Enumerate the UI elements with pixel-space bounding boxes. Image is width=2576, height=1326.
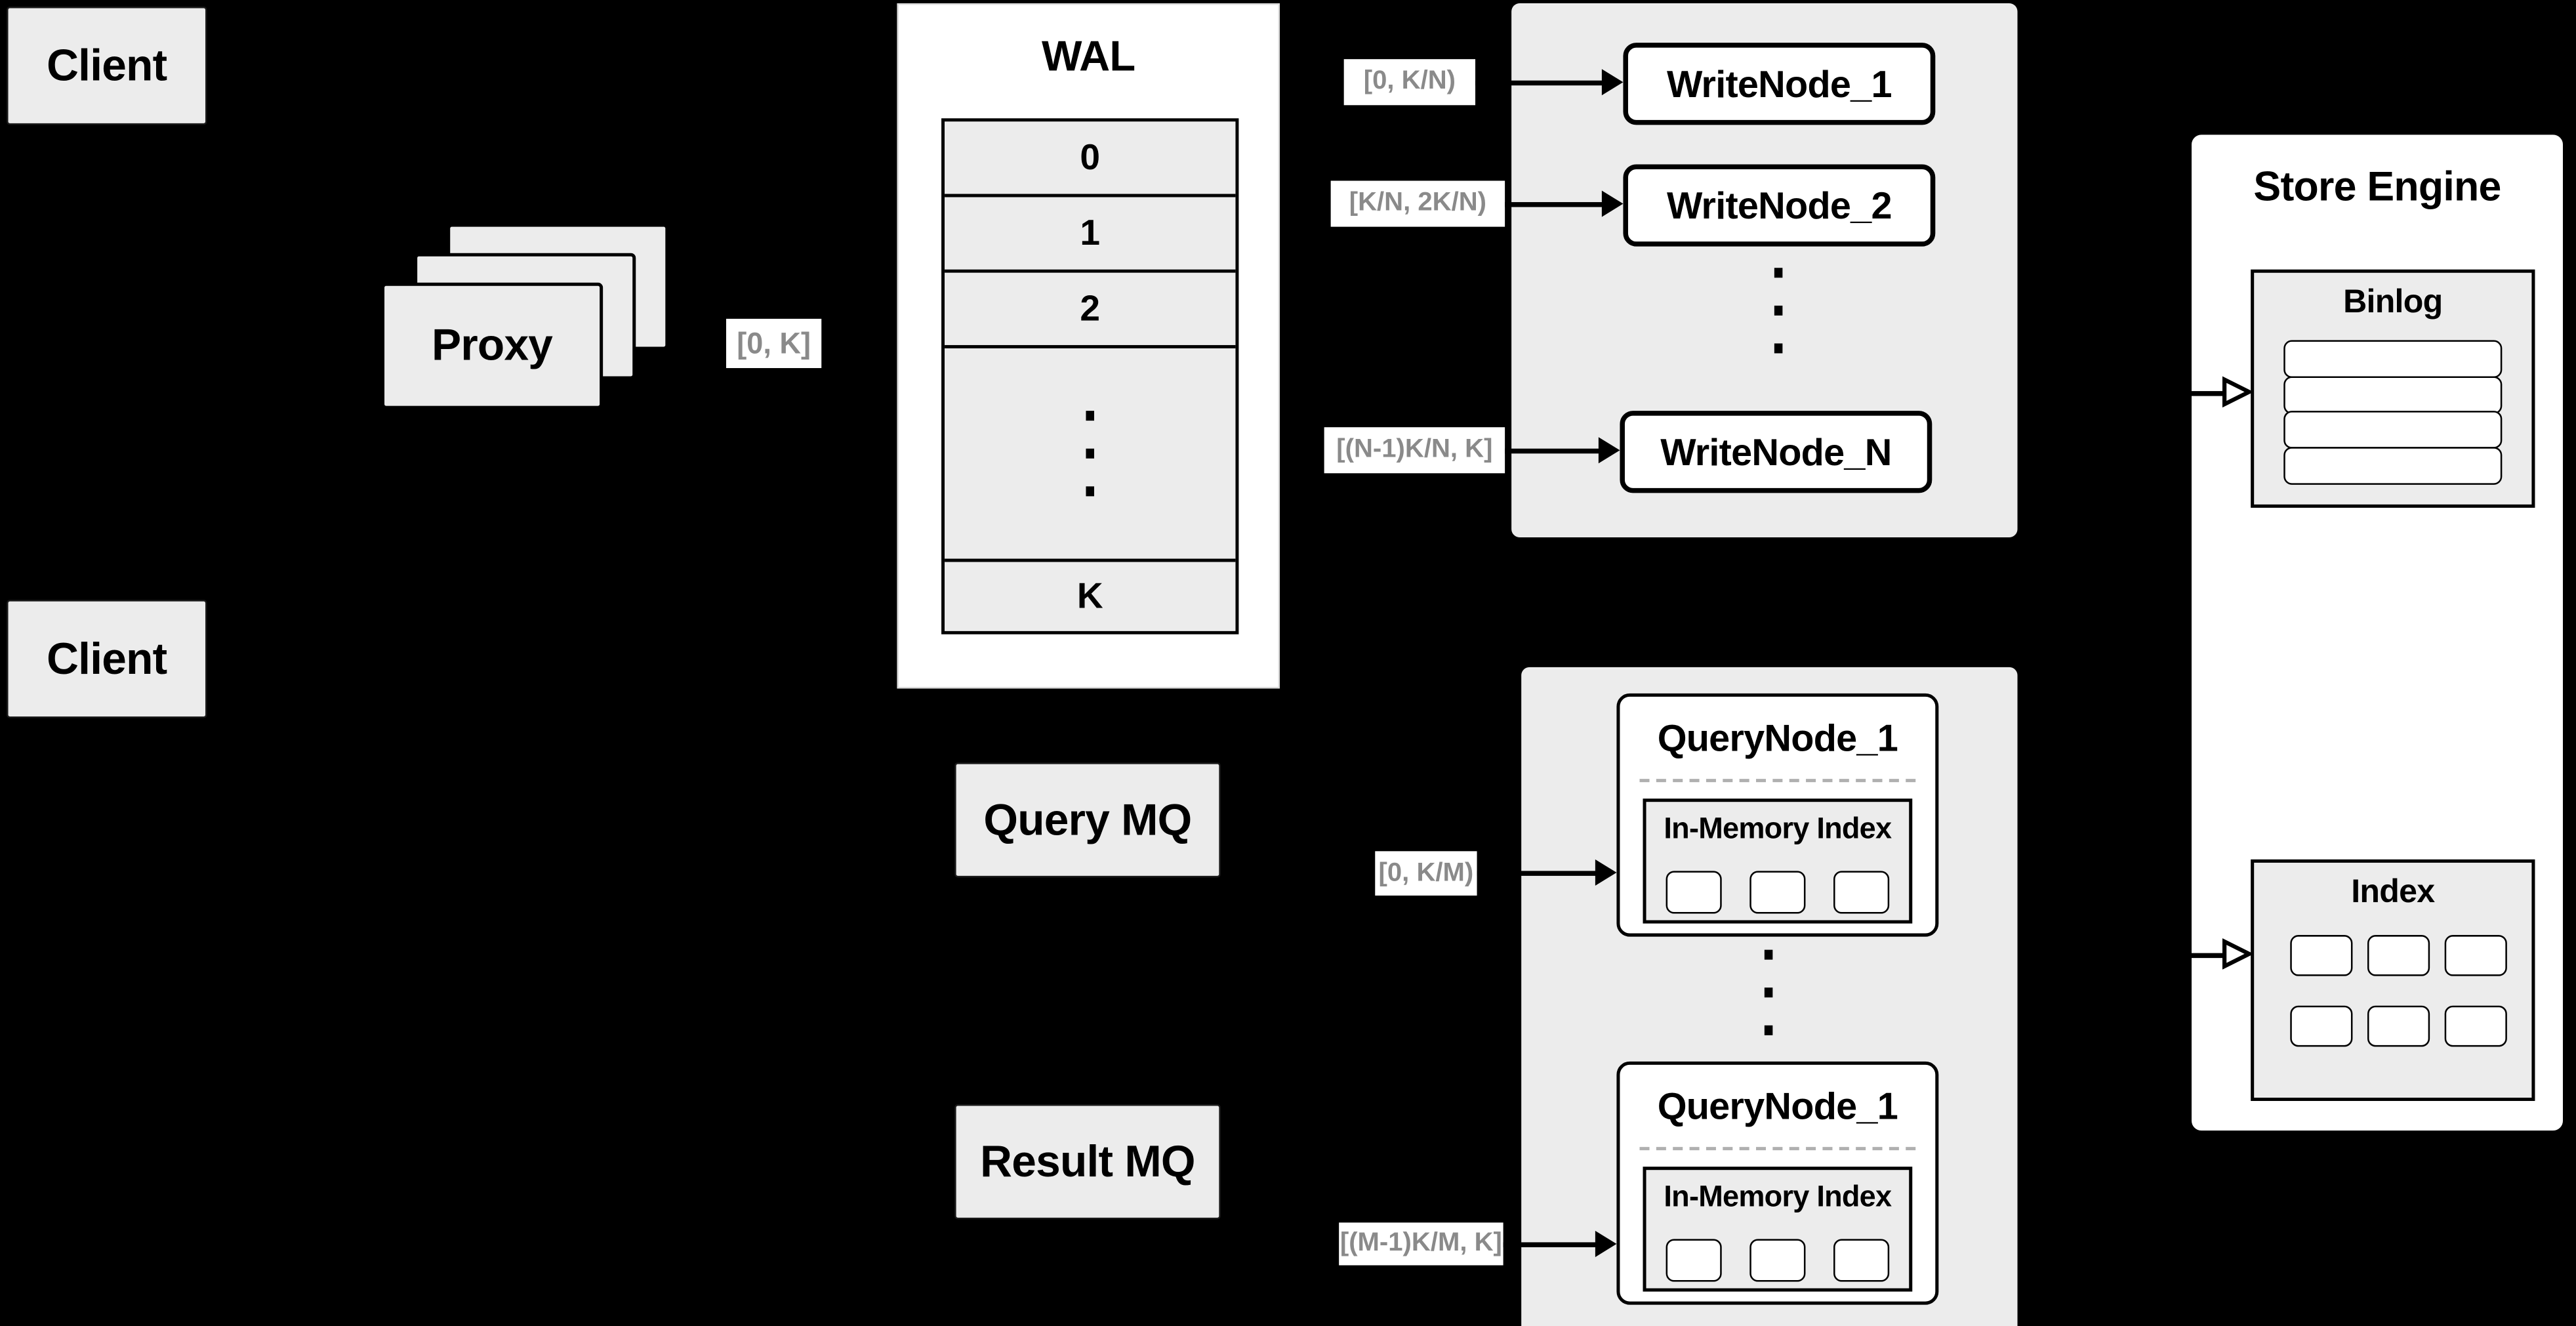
- arrowhead-icon: [1601, 190, 1624, 217]
- dashed-divider: [1639, 779, 1916, 783]
- index-file-cell: [2367, 935, 2430, 976]
- wal-row-2: 2: [945, 272, 1236, 348]
- index-file-cell: [2290, 1005, 2353, 1047]
- index-file-cell: [2444, 935, 2507, 976]
- binlog-row: [2283, 445, 2503, 484]
- in-memory-index-title: In-Memory Index: [1664, 812, 1892, 845]
- index-panel: Index: [2251, 859, 2535, 1102]
- index-segment-cell: [1666, 1239, 1722, 1282]
- store-engine-title: Store Engine: [2253, 164, 2501, 211]
- index-title: Index: [2351, 874, 2435, 911]
- edge-label-write-node-1: [0, K/N): [1343, 59, 1476, 106]
- open-arrowhead-icon: [2222, 376, 2254, 408]
- in-memory-index-title: In-Memory Index: [1664, 1180, 1892, 1213]
- client-box-top: Client: [7, 7, 207, 125]
- vertical-ellipsis-icon: [1086, 411, 1094, 497]
- arrowhead-icon: [1601, 69, 1624, 96]
- in-memory-index-panel: In-Memory Index: [1643, 798, 1913, 924]
- edge-label-write-node-n: [(N-1)K/N, K]: [1324, 427, 1505, 474]
- edge-label-query-node-m: [(M-1)K/M, K]: [1339, 1222, 1503, 1266]
- wal-table: 0 1 2 K: [941, 118, 1239, 634]
- proxy-label: Proxy: [431, 320, 553, 370]
- result-mq-box: Result MQ: [954, 1104, 1221, 1220]
- client-top-label: Client: [47, 40, 167, 90]
- edge-label-query-node-1: [0, K/M): [1375, 851, 1477, 896]
- proxy-card-front: Proxy: [381, 282, 603, 409]
- query-node-top-title: QueryNode_1: [1657, 716, 1898, 760]
- in-memory-index-panel: In-Memory Index: [1643, 1167, 1913, 1292]
- wal-row-k: K: [945, 562, 1236, 631]
- write-node-2-label: WriteNode_2: [1666, 183, 1892, 226]
- index-segment-cell: [1833, 1239, 1890, 1282]
- wal-row-ellipsis: [945, 348, 1236, 562]
- write-node-2-box: WriteNode_2: [1623, 164, 1936, 247]
- binlog-row: [2283, 411, 2503, 449]
- query-mq-label: Query MQ: [983, 794, 1192, 844]
- query-node-bottom-box: QueryNode_1 In-Memory Index: [1616, 1061, 1939, 1305]
- binlog-title: Binlog: [2343, 284, 2443, 321]
- arrowhead-icon: [1598, 437, 1620, 464]
- wal-box: WAL 0 1 2 K: [897, 3, 1280, 689]
- proxy-stack: Proxy: [381, 223, 669, 409]
- index-segment-cell: [1833, 871, 1890, 914]
- index-file-cell: [2444, 1005, 2507, 1047]
- wal-row-1: 1: [945, 197, 1236, 273]
- client-box-bottom: Client: [7, 600, 207, 718]
- index-segment-cell: [1749, 1239, 1806, 1282]
- index-segment-cell: [1749, 871, 1806, 914]
- query-node-bottom-title: QueryNode_1: [1657, 1084, 1898, 1128]
- write-node-1-box: WriteNode_1: [1623, 43, 1936, 125]
- write-node-1-label: WriteNode_1: [1666, 61, 1892, 105]
- edge-label-write-node-2: [K/N, 2K/N): [1330, 180, 1505, 227]
- query-node-top-box: QueryNode_1 In-Memory Index: [1616, 693, 1939, 937]
- result-mq-label: Result MQ: [980, 1136, 1195, 1186]
- index-segment-cell: [1666, 871, 1722, 914]
- arrowhead-icon: [1595, 1230, 1617, 1257]
- binlog-row: [2283, 340, 2503, 379]
- wal-row-0: 0: [945, 121, 1236, 197]
- edge-label-proxy-to-wal: [0, K]: [726, 318, 822, 369]
- store-engine-box: Store Engine Binlog Index: [2188, 131, 2567, 1134]
- dashed-divider: [1639, 1147, 1916, 1151]
- index-file-cell: [2290, 935, 2353, 976]
- index-file-cell: [2367, 1005, 2430, 1047]
- binlog-panel: Binlog: [2251, 269, 2535, 508]
- client-bottom-label: Client: [47, 633, 167, 683]
- query-mq-box: Query MQ: [954, 762, 1221, 878]
- binlog-row: [2283, 375, 2503, 413]
- arrowhead-icon: [1595, 859, 1617, 886]
- wal-title: WAL: [1042, 31, 1135, 81]
- write-node-n-label: WriteNode_N: [1660, 429, 1892, 473]
- write-node-n-box: WriteNode_N: [1620, 411, 1932, 493]
- open-arrowhead-icon: [2222, 938, 2254, 970]
- vertical-ellipsis-icon: [1774, 268, 1783, 354]
- vertical-ellipsis-icon: [1764, 949, 1773, 1035]
